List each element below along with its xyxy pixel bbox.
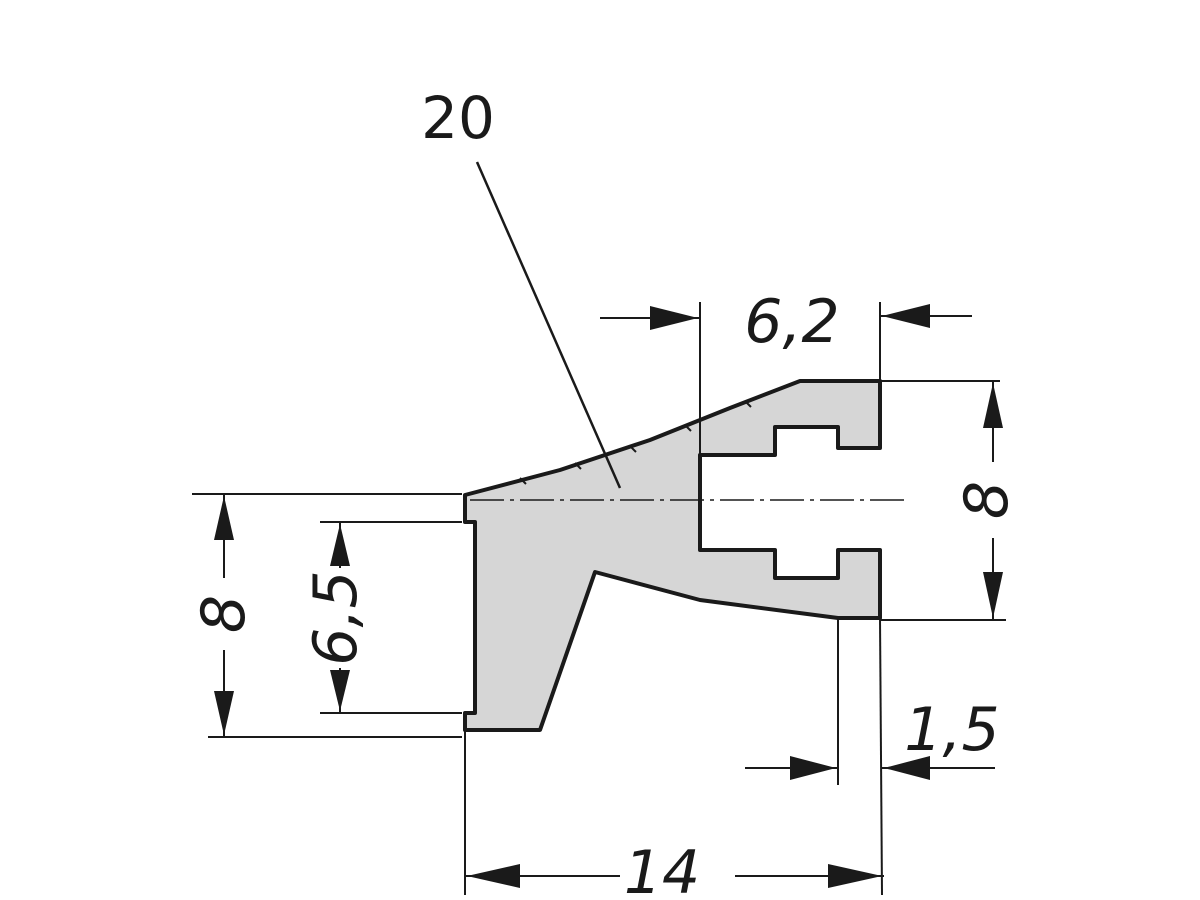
dim-label-top-width: 6,2 [744,287,839,357]
arrow-up-right-8 [983,383,1003,428]
arrow-left-length [467,864,520,888]
serrated-edge [519,400,752,485]
dim-text-gap-inner-65 [310,568,366,668]
arrow-right-lip [790,756,836,780]
part-number-label: 20 [421,84,495,152]
dim-text-gap-right-8 [966,462,1020,538]
arrow-down-right-8 [983,572,1003,618]
arrow-right-length [828,864,882,888]
dim-label-inner-height-left: 6,5 [301,570,371,665]
arrow-left-top [882,304,930,328]
dim-text-gap-left-8 [200,578,250,650]
arrow-right-top [650,306,698,330]
dim-label-height-right: 8 [952,481,1022,519]
arrow-left-lip [884,756,930,780]
arrow-up-inner-65 [330,524,350,566]
arrow-down-left-8 [214,691,234,735]
profile-cross-section [463,379,882,732]
arrow-up-left-8 [214,496,234,540]
arrow-down-inner-65 [330,670,350,711]
dim-label-overall-height-left: 8 [189,595,259,633]
ext-line-lip-right [879,617,883,896]
dim-label-lip-thickness: 1,5 [904,695,999,765]
part-leader-line [475,161,622,489]
dim-label-overall-length: 14 [624,838,700,900]
